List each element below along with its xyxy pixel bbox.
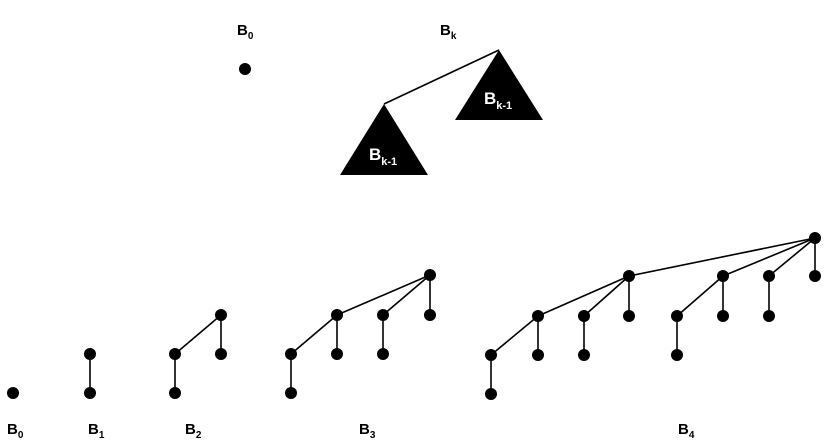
- tree-node: [485, 349, 497, 361]
- tree-node: [809, 270, 821, 282]
- tree-node: [623, 270, 635, 282]
- tree-node: [7, 387, 19, 399]
- tree-node: [84, 387, 96, 399]
- tree-node: [532, 310, 544, 322]
- tree-node: [485, 388, 497, 400]
- binomial-trees: [7, 232, 821, 400]
- def-b0-node: [239, 63, 251, 75]
- tree-edge: [290, 314, 338, 355]
- tree-node: [578, 349, 590, 361]
- tree-edge: [336, 274, 431, 316]
- tree-node: [809, 232, 821, 244]
- tree-node: [623, 310, 635, 322]
- tree-node: [215, 348, 227, 360]
- def-right-subtree-label: Bk-1: [484, 89, 512, 112]
- tree-b3-label: B3: [359, 421, 376, 441]
- tree-node: [717, 270, 729, 282]
- tree-node: [215, 309, 227, 321]
- tree-node: [331, 348, 343, 360]
- tree-b0-label: B0: [7, 421, 24, 441]
- tree-edge: [174, 314, 222, 355]
- def-left-subtree: [340, 104, 428, 175]
- tree-node: [377, 348, 389, 360]
- tree-node: [285, 387, 297, 399]
- tree-node: [763, 310, 775, 322]
- tree-node: [717, 310, 729, 322]
- def-bk-label: Bk: [440, 22, 457, 42]
- def-b0-label: B0: [237, 22, 254, 42]
- def-link-edge: [383, 49, 500, 105]
- tree-node: [424, 269, 436, 281]
- tree-b4-label: B4: [678, 421, 695, 441]
- tree-node: [763, 270, 775, 282]
- tree-node: [84, 348, 96, 360]
- tree-node: [331, 309, 343, 321]
- tree-edge: [490, 315, 539, 356]
- def-left-subtree-label: Bk-1: [369, 145, 397, 168]
- tree-node: [532, 349, 544, 361]
- tree-node: [169, 348, 181, 360]
- tree-edge: [583, 275, 630, 317]
- def-right-subtree: [455, 50, 543, 120]
- tree-edge: [382, 274, 431, 316]
- tree-b1-label: B1: [88, 421, 105, 441]
- tree-edge: [537, 275, 630, 317]
- tree-node: [578, 310, 590, 322]
- tree-node: [169, 387, 181, 399]
- tree-edge: [676, 275, 724, 317]
- tree-node: [671, 349, 683, 361]
- tree-node: [285, 348, 297, 360]
- tree-edge: [628, 237, 816, 277]
- tree-node: [671, 310, 683, 322]
- tree-edge: [768, 237, 816, 277]
- tree-b2-label: B2: [185, 421, 202, 441]
- tree-edge: [722, 237, 816, 277]
- tree-node: [424, 309, 436, 321]
- tree-node: [377, 309, 389, 321]
